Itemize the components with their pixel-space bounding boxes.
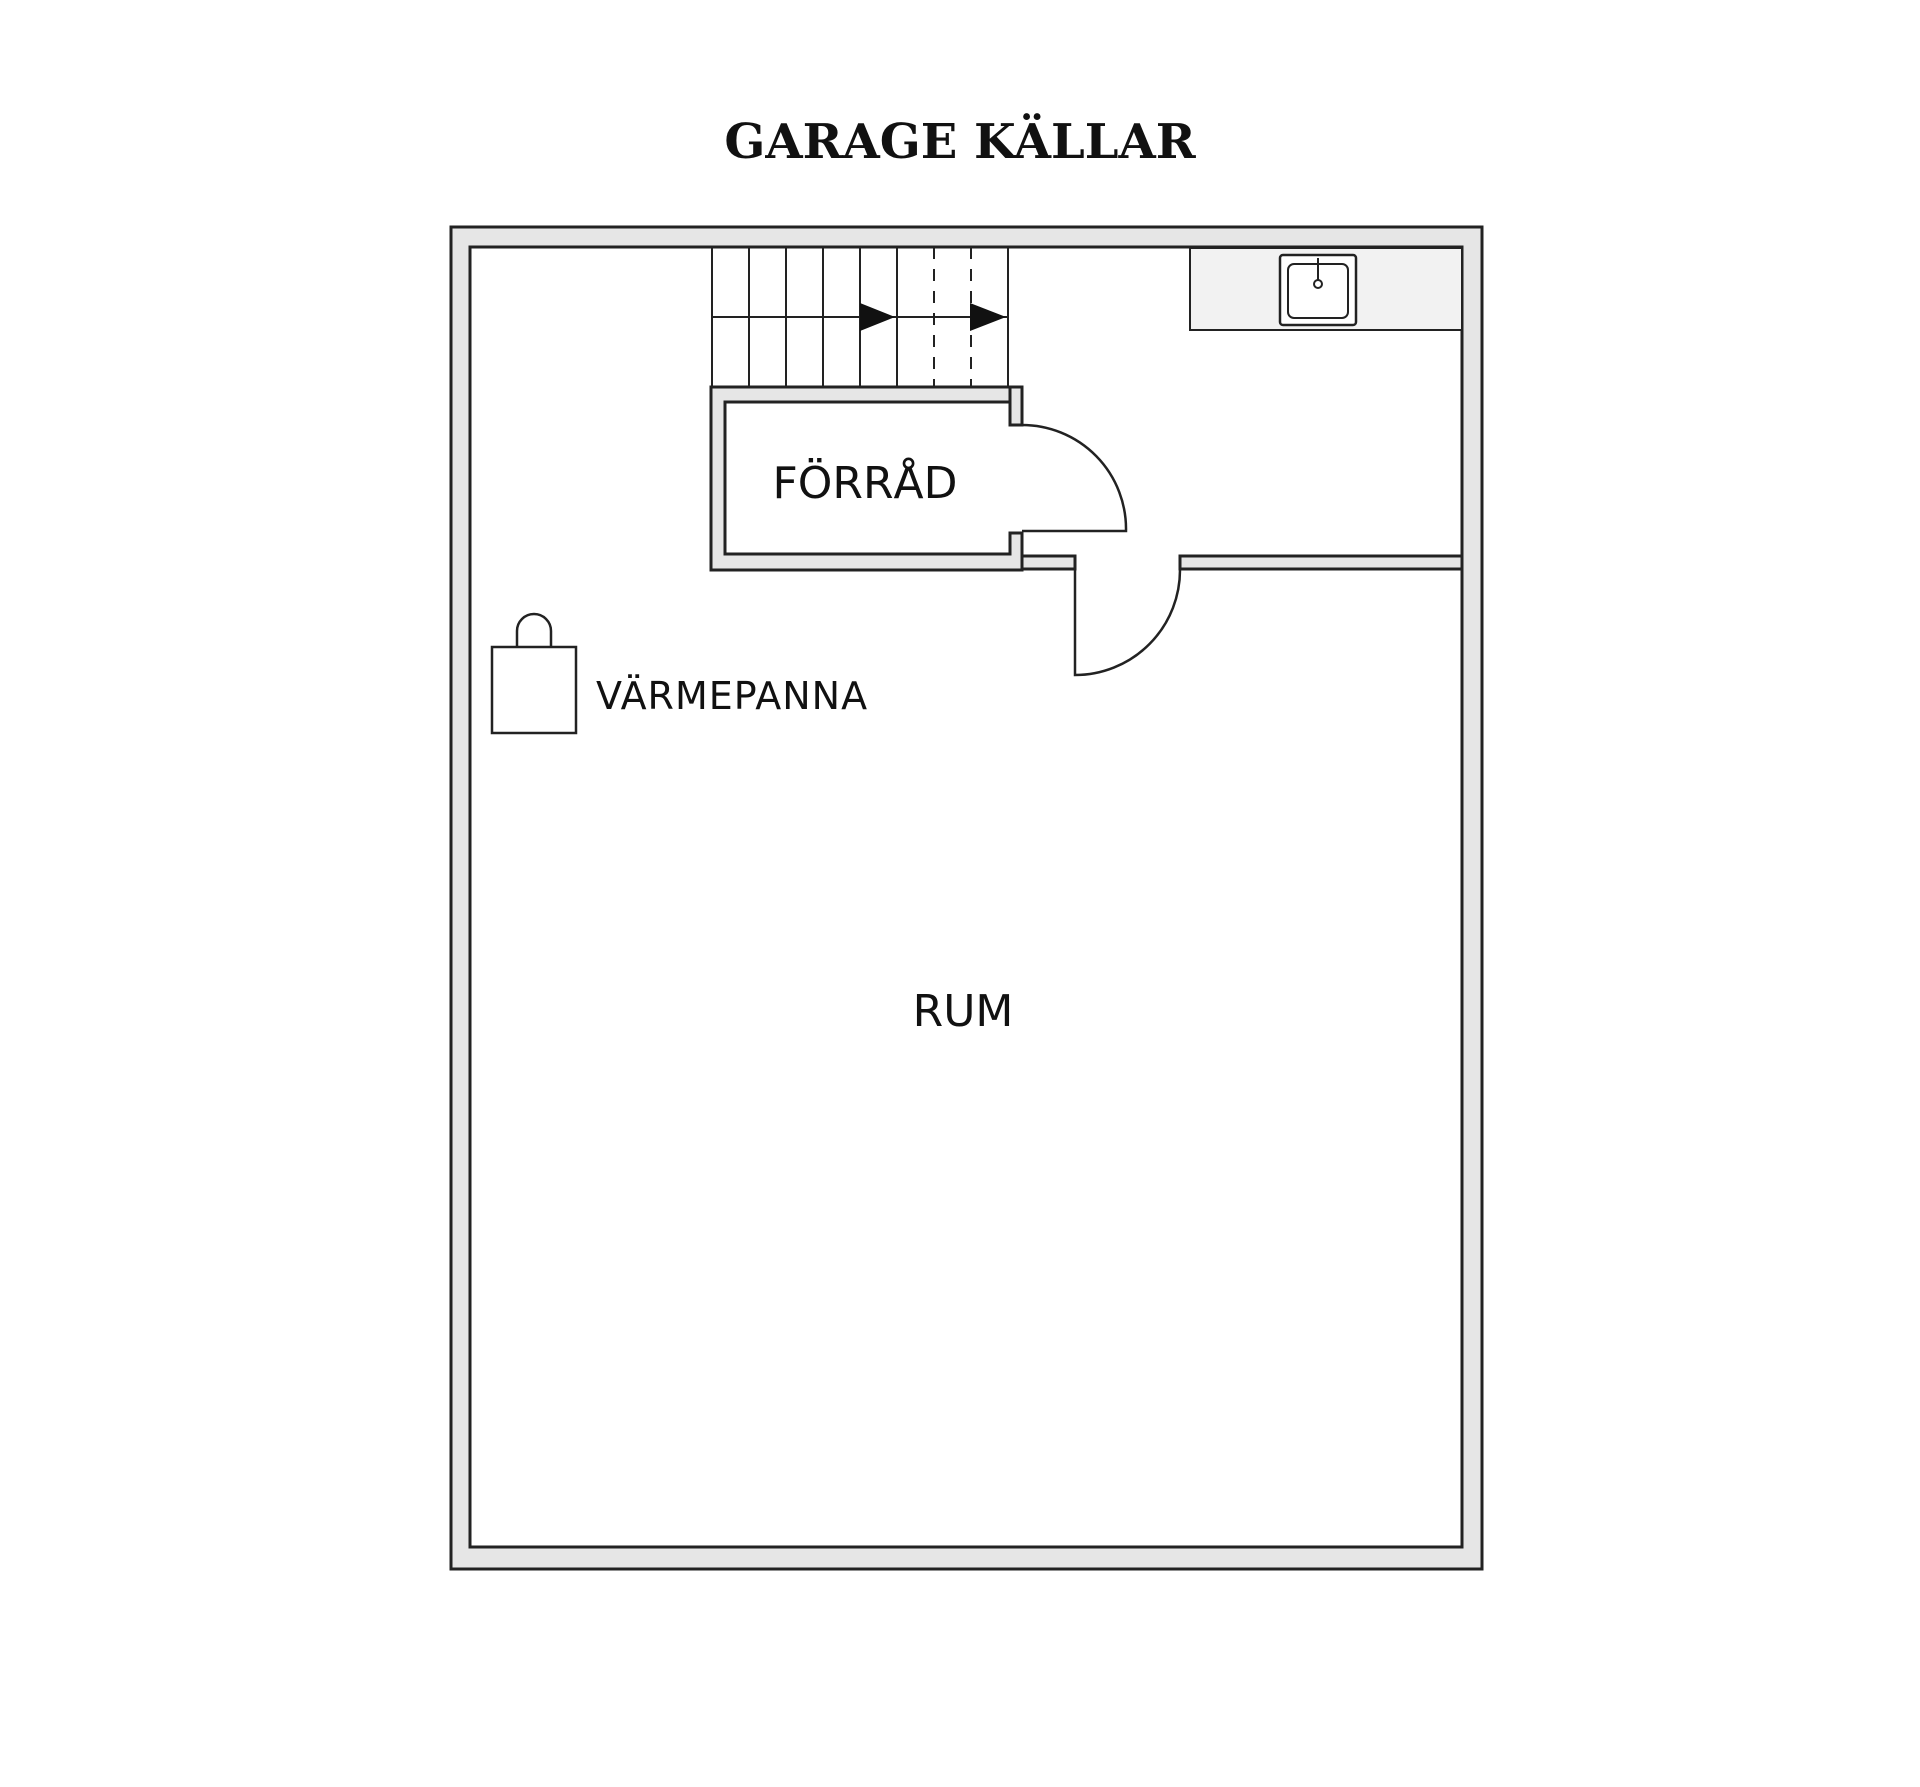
- door-swing-icon: [1021, 423, 1128, 533]
- interior-wall: [1020, 554, 1077, 571]
- outer-wall: [449, 225, 1484, 1571]
- storage-door-jamb: [1008, 385, 1024, 427]
- room-door-swing: [1073, 568, 1182, 677]
- fixture-label-boiler: VÄRMEPANNA: [596, 674, 868, 718]
- interior-wall-right: [1178, 554, 1464, 571]
- room-label-main: RUM: [913, 986, 1014, 1037]
- stairs-icon: [711, 247, 1009, 387]
- plan-title: GARAGE KÄLLAR: [724, 112, 1196, 170]
- boiler-icon: [490, 612, 578, 735]
- room-label-storage: FÖRRÅD: [772, 456, 957, 509]
- sink-icon: [1278, 253, 1358, 327]
